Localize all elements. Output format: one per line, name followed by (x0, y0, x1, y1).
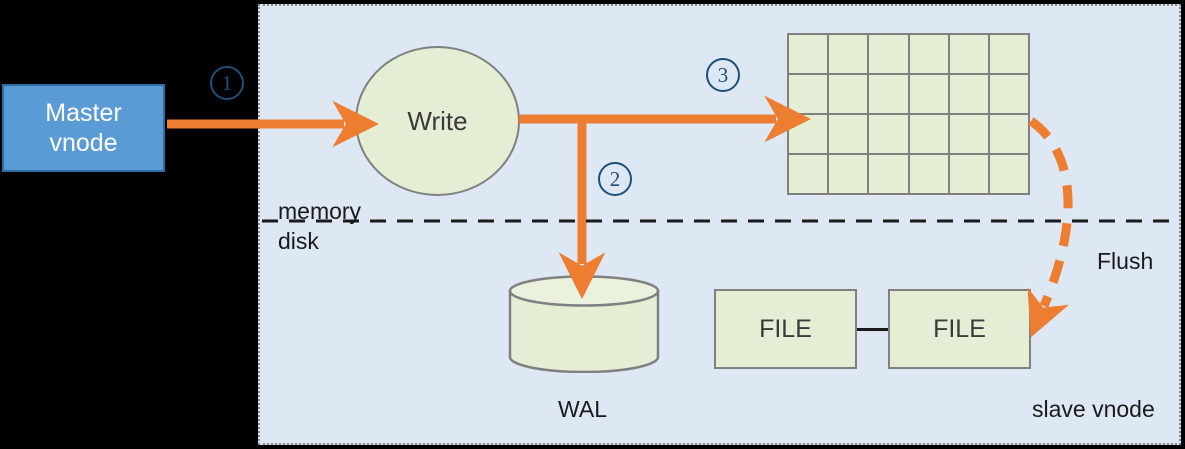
master-vnode-label-line1: Master (45, 98, 122, 127)
database-cylinder-icon (508, 275, 660, 374)
step-badge-3: 3 (706, 58, 740, 92)
memtable-cell (989, 75, 1028, 113)
memtable-cell (869, 115, 908, 153)
memtable-cell (789, 35, 828, 73)
memtable-cell (829, 75, 868, 113)
file-box-2-label: FILE (933, 314, 986, 343)
file-box-1-label: FILE (759, 314, 812, 343)
memtable-cell (949, 155, 988, 193)
disk-tier-label: disk (278, 228, 319, 254)
master-vnode-label-line2: vnode (49, 129, 118, 157)
memtable-grid (787, 33, 1030, 195)
file-box-1[interactable]: FILE (714, 289, 857, 369)
memory-tier-label: memory (278, 198, 362, 224)
memtable-cell (869, 75, 908, 113)
file-box-2[interactable]: FILE (888, 289, 1031, 369)
memtable-cell (989, 155, 1028, 193)
write-node[interactable]: Write (355, 46, 520, 196)
write-node-label: Write (407, 105, 468, 136)
step-badge-2-number: 2 (609, 166, 621, 191)
memtable-cell (949, 75, 988, 113)
memtable-cell (949, 35, 988, 73)
memtable-cell (909, 35, 948, 73)
flush-label: Flush (1097, 248, 1154, 274)
memtable-cell (909, 115, 948, 153)
memtable-cell (829, 115, 868, 153)
slave-vnode-label: slave vnode (1032, 396, 1155, 422)
step-badge-1-number: 1 (221, 70, 233, 95)
wal-label: WAL (558, 396, 607, 422)
file-connector-line (857, 328, 888, 331)
step-badge-1: 1 (210, 66, 244, 100)
memtable-cell (789, 75, 828, 113)
master-vnode-box[interactable]: Master vnode (2, 84, 165, 172)
memtable-cell (829, 155, 868, 193)
step-badge-2: 2 (598, 162, 632, 196)
wal-cylinder (508, 275, 660, 374)
memtable-cell (789, 115, 828, 153)
memtable-cell (789, 155, 828, 193)
memtable-cell (909, 155, 948, 193)
memtable-cell (949, 115, 988, 153)
memtable-cell (869, 35, 908, 73)
memtable-cell (989, 115, 1028, 153)
step-badge-3-number: 3 (717, 62, 729, 87)
memtable-cell (909, 75, 948, 113)
memtable-cell (989, 35, 1028, 73)
memtable-cell (829, 35, 868, 73)
memtable-cell (869, 155, 908, 193)
